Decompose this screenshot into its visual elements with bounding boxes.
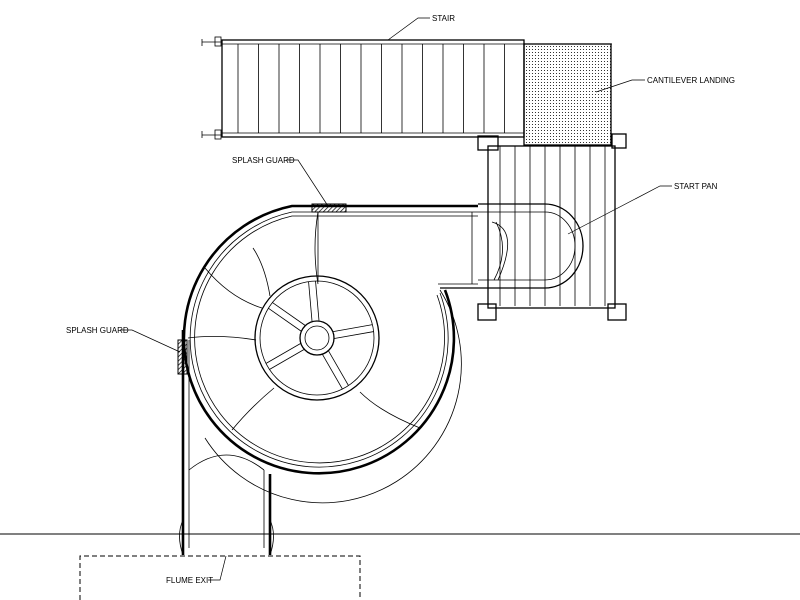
label-start-pan: START PAN (674, 182, 718, 191)
leader-lines (120, 17, 672, 581)
column-spoke (268, 307, 302, 332)
column-spoke (272, 302, 306, 326)
label-splash-guard-left: SPLASH GUARD (66, 326, 129, 335)
label-cantilever-landing: CANTILEVER LANDING (647, 76, 735, 85)
label-flume-exit: FLUME EXIT (166, 576, 213, 585)
column-spoke (265, 343, 301, 364)
splash-guard-top-marker (311, 203, 347, 213)
stair (201, 36, 525, 140)
column-spoke (308, 281, 313, 322)
cantilever-landing (523, 43, 612, 146)
label-stair: STAIR (432, 14, 455, 23)
label-splash-guard-top: SPLASH GUARD (232, 156, 295, 165)
column-spoke (322, 354, 343, 390)
start-platform-deck (477, 133, 627, 321)
column-spoke (315, 280, 320, 321)
column-spoke (334, 331, 374, 339)
slide-flume (179, 203, 584, 556)
flume-exit-outline (79, 555, 361, 600)
column-spoke (333, 324, 373, 332)
column-spoke (269, 349, 305, 370)
column-spoke (328, 350, 349, 386)
splash-guard-left-marker (177, 339, 188, 375)
